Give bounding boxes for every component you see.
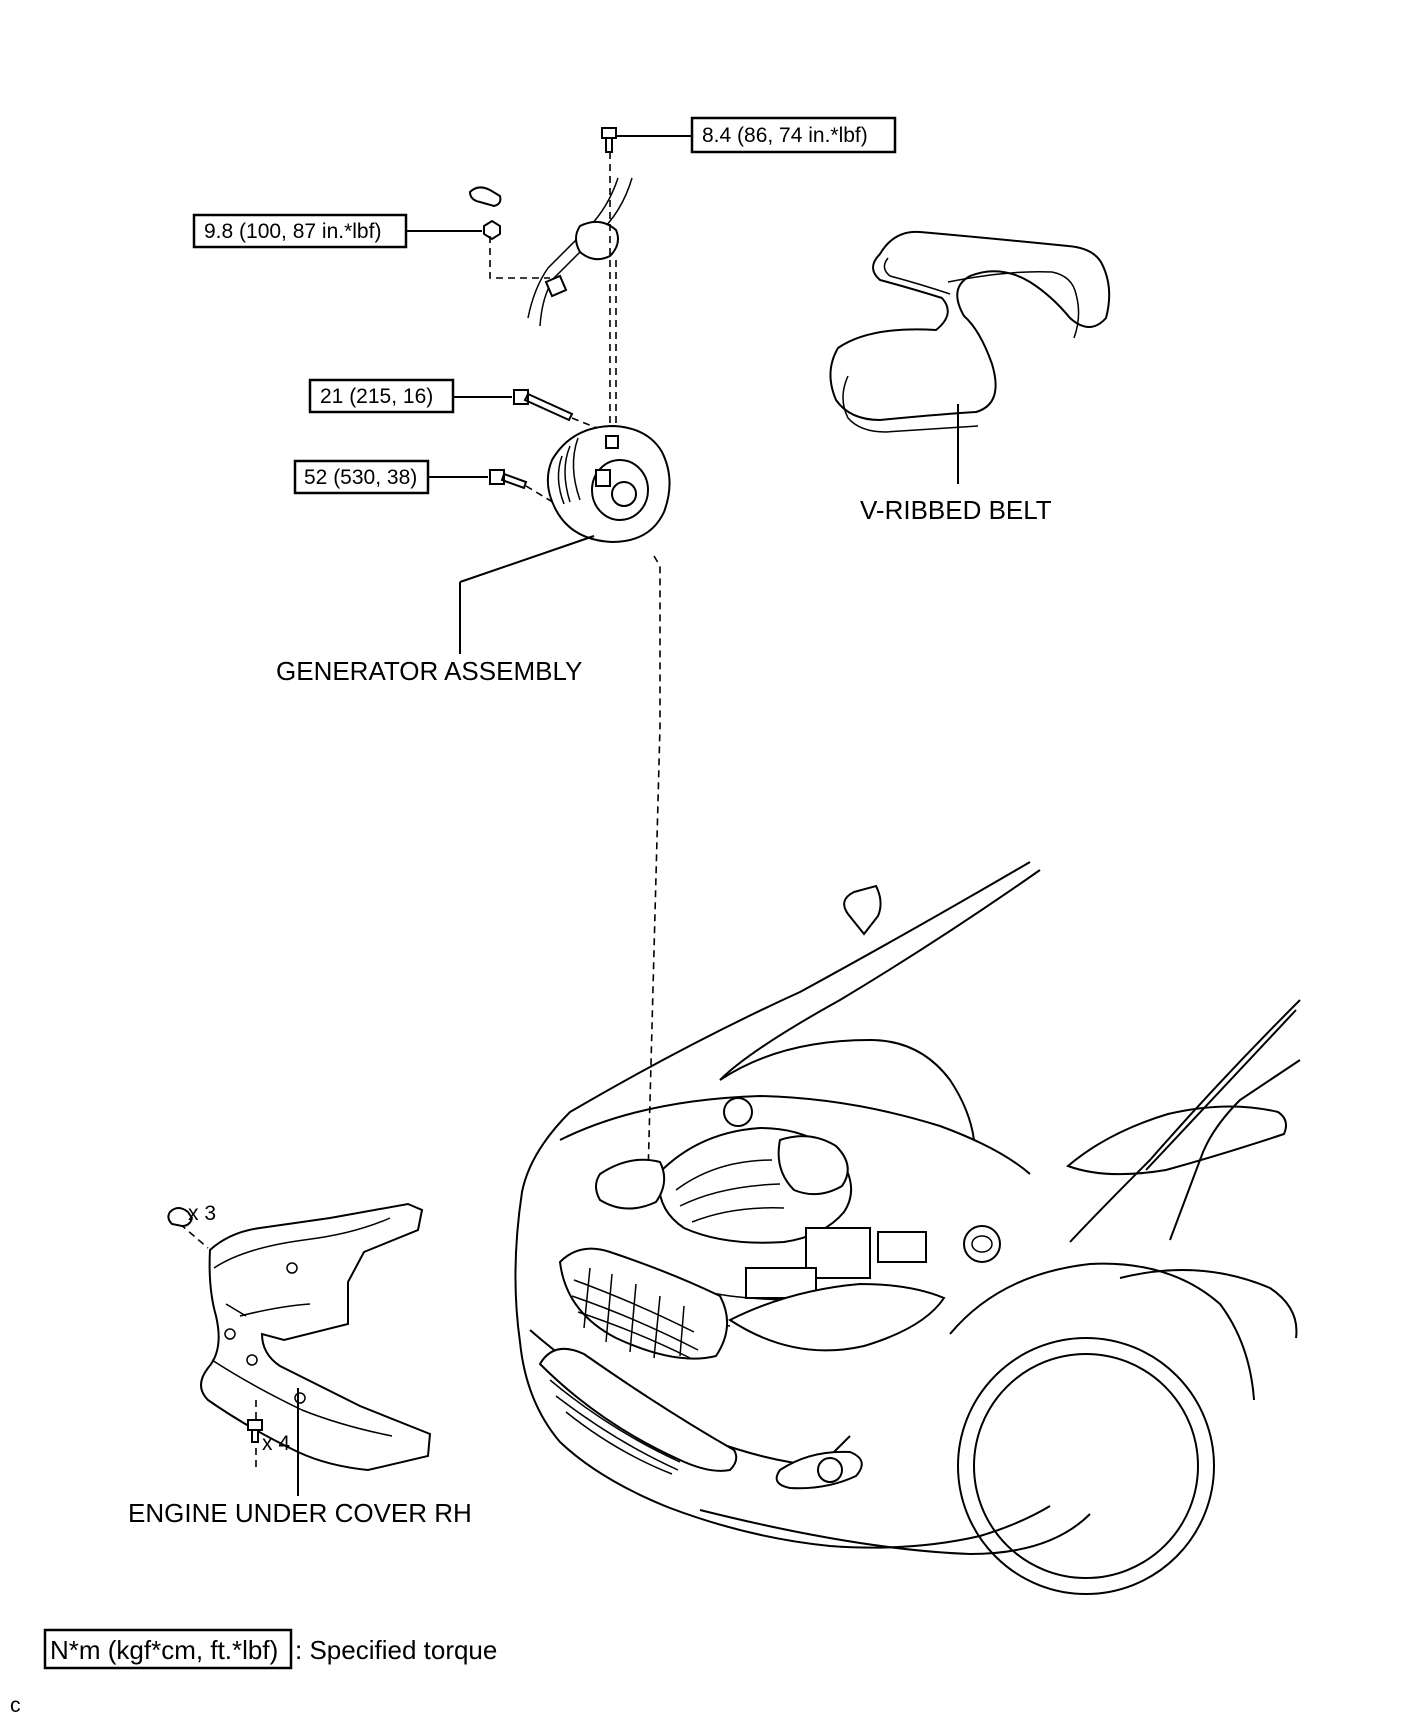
corner-mark: c [10,1694,21,1717]
torque-legend: N*m (kgf*cm, ft.*lbf) : Specified torque [43,1628,497,1670]
clips-quantity: x 3 [188,1202,216,1225]
v-ribbed-belt [829,230,1111,484]
torque-callout-top-bolt: 8.4 (86, 74 in.*lbf) [601,116,897,154]
svg-text:21 (215, 16): 21 (215, 16) [320,385,433,408]
alignment-line-to-engine [647,555,661,1177]
svg-text:9.8 (100, 87 in.*lbf): 9.8 (100, 87 in.*lbf) [204,220,381,243]
long-bolt-icon [513,389,574,422]
terminal-cap-icon [468,186,502,208]
wire-harness [489,177,633,327]
svg-text:52 (530, 38): 52 (530, 38) [304,466,417,489]
generator-assembly-label: GENERATOR ASSEMBLY [276,656,582,686]
v-ribbed-belt-label: V-RIBBED BELT [860,495,1052,525]
bolt-icon [489,469,528,490]
engine-under-cover-label: ENGINE UNDER COVER RH [128,1498,472,1528]
torque-callout-upper-bolt: 21 (215, 16) [308,378,603,431]
screw-icon [247,1419,263,1443]
generator-assembly [459,424,671,654]
svg-text:8.4 (86, 74 in.*lbf): 8.4 (86, 74 in.*lbf) [702,124,868,147]
legend-boxed-units: N*m (kgf*cm, ft.*lbf) [50,1635,278,1665]
nut-icon [483,219,501,241]
torque-callout-lower-bolt: 52 (530, 38) [293,459,587,523]
small-bolt-icon [601,127,617,153]
bolts-quantity: x 4 [262,1432,290,1455]
vehicle-front-view [514,861,1301,1595]
legend-description: : Specified torque [295,1635,497,1665]
grille-mesh [571,1267,699,1359]
torque-callout-nut: 9.8 (100, 87 in.*lbf) [192,186,502,249]
engine-under-cover-rh [179,1202,432,1496]
clip-icon [167,1207,194,1228]
